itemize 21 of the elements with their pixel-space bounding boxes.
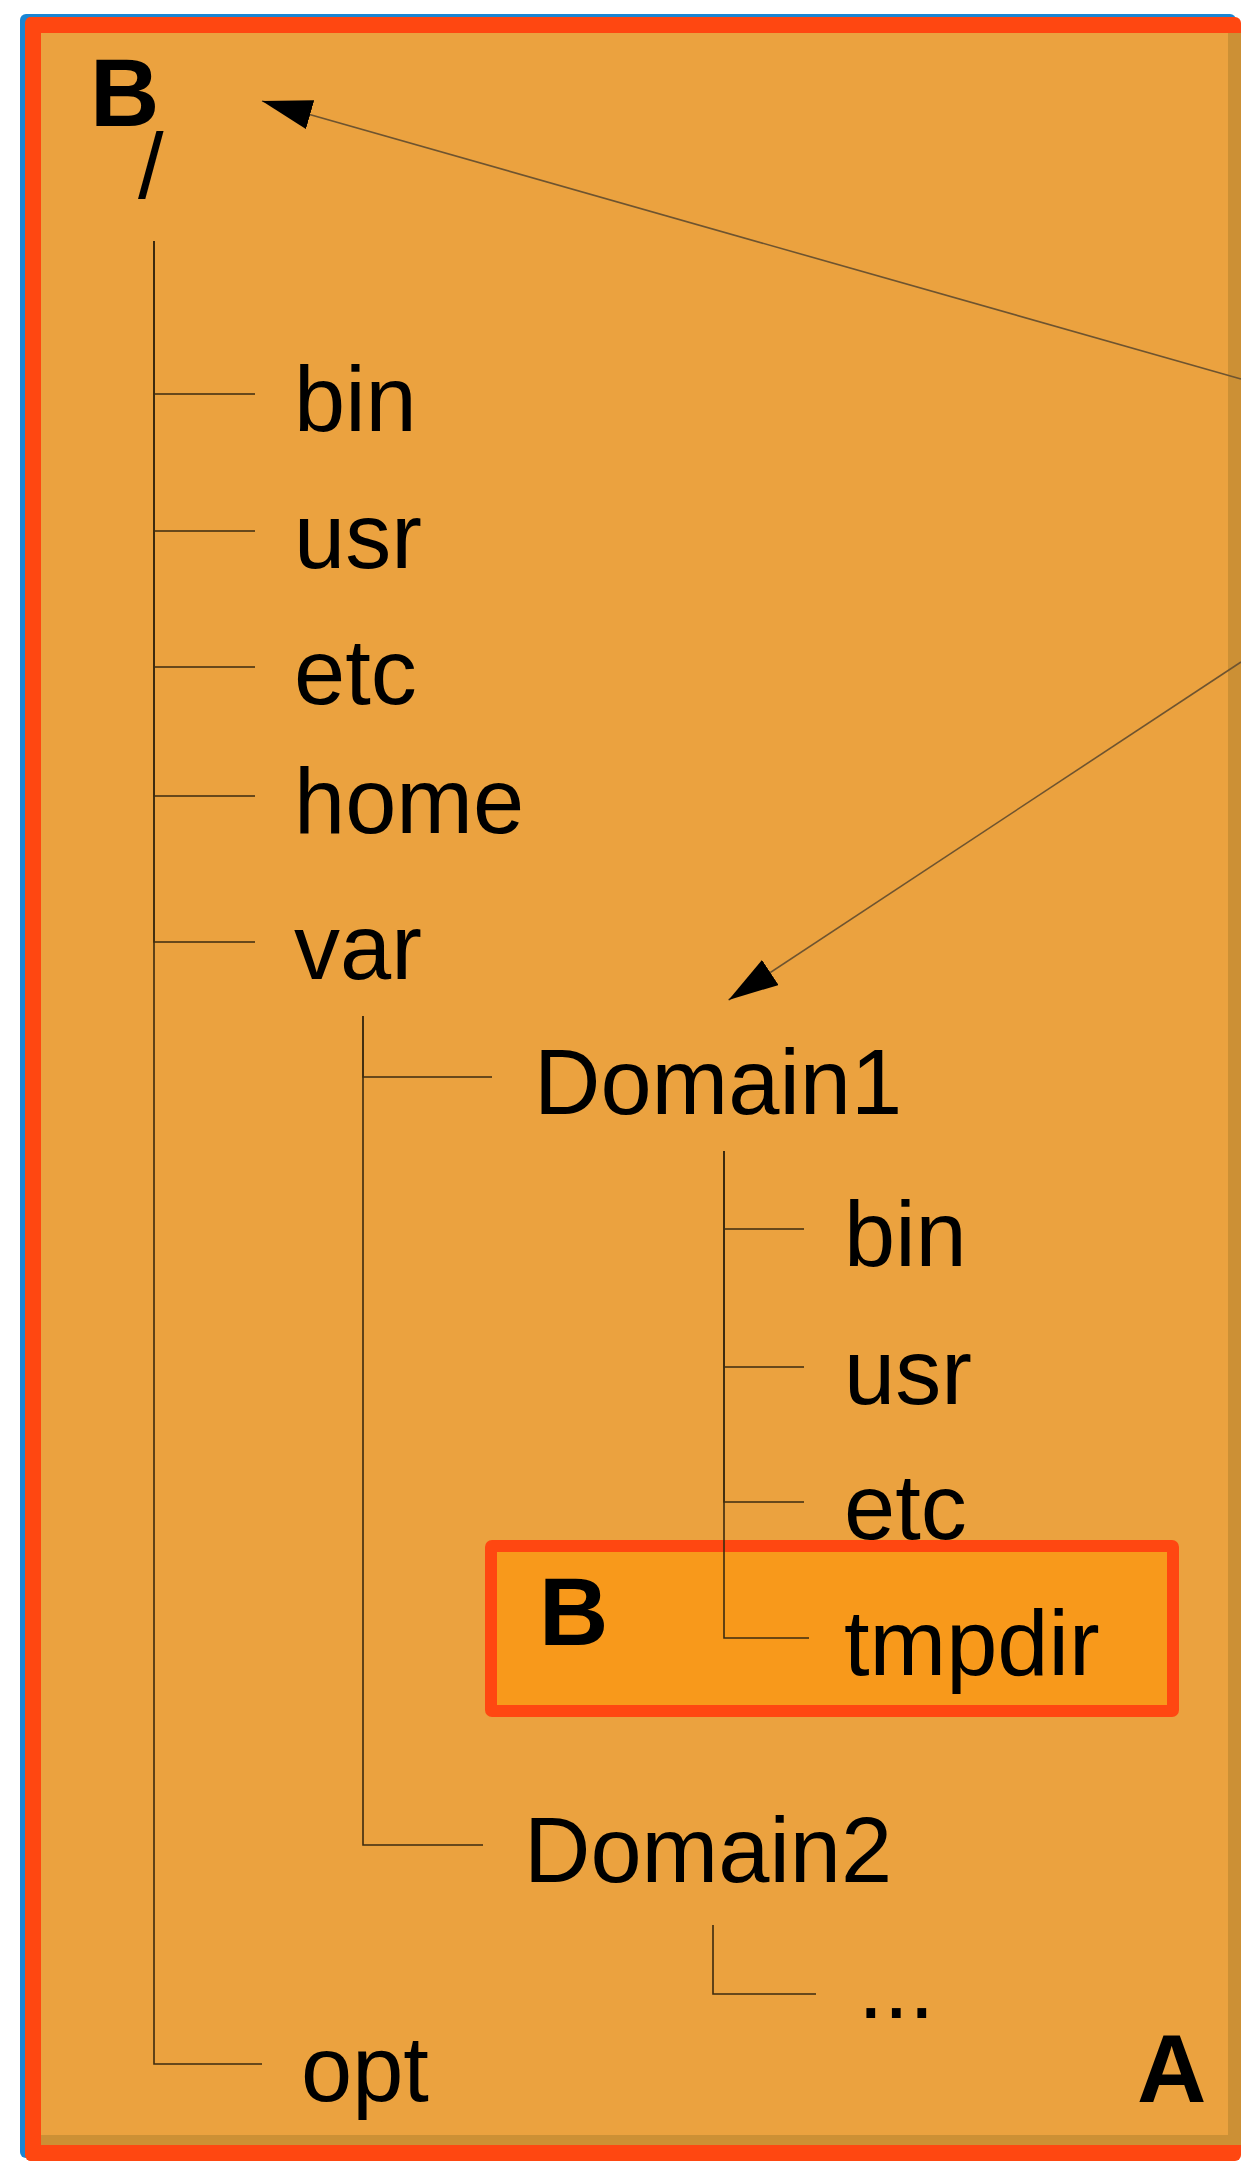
directory-name: usr: [255, 486, 422, 586]
directory-name: opt: [262, 2019, 429, 2119]
highlight-box: [485, 1540, 1179, 1717]
arrow: [727, 661, 1241, 1001]
directory-name: tmpdir: [809, 1593, 1100, 1693]
arrow: [261, 100, 1241, 380]
directory-name: usr: [804, 1322, 972, 1422]
tree-connector: [723, 1150, 810, 1639]
tree-connector: [712, 1924, 817, 1995]
directory-name: var: [255, 897, 422, 1016]
directory-name: Domain1: [492, 1000, 903, 1151]
directory-name: ...: [816, 1936, 935, 2036]
directory-name: bin: [255, 349, 417, 449]
directory-name: home: [255, 751, 525, 851]
region-label: A: [1137, 2021, 1207, 2117]
tree-connector: [362, 1015, 484, 1846]
directory-name: Domain2: [483, 1800, 893, 1925]
directory-name: etc: [255, 622, 417, 722]
directory-name: bin: [804, 1184, 967, 1284]
tree-connector: [153, 240, 263, 2065]
region-label: B: [539, 1564, 609, 1660]
